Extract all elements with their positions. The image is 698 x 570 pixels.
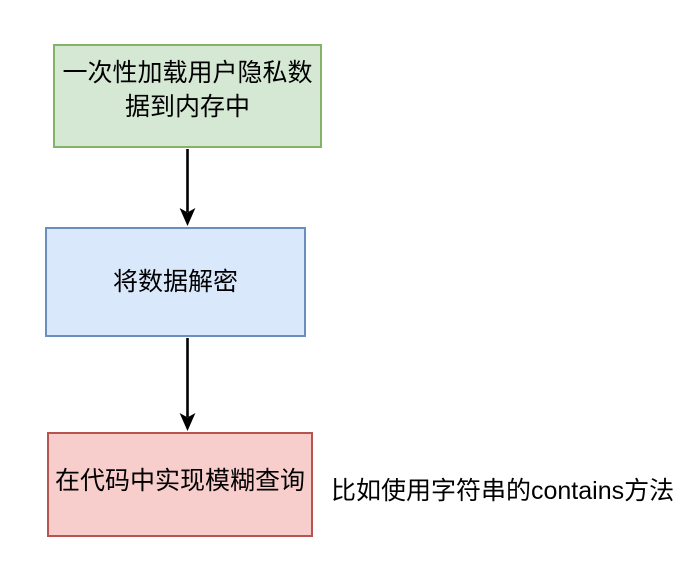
flow-node-load-privacy-data-label: 一次性加载用户隐私数 据到内存中 <box>62 59 313 121</box>
flow-node-fuzzy-query-label: 在代码中实现模糊查询 <box>54 466 305 495</box>
edge-decrypt-to-fuzzy <box>179 338 196 431</box>
flow-node-load-privacy-data[interactable]: 一次性加载用户隐私数 据到内存中 <box>53 44 322 148</box>
flow-node-decrypt-data[interactable]: 将数据解密 <box>45 227 306 337</box>
annotation-contains-method: 比如使用字符串的contains方法 <box>331 477 675 505</box>
flow-node-fuzzy-query[interactable]: 在代码中实现模糊查询 <box>47 432 313 537</box>
flow-node-decrypt-data-label: 将数据解密 <box>112 268 238 296</box>
edge-load-to-decrypt <box>179 149 196 226</box>
